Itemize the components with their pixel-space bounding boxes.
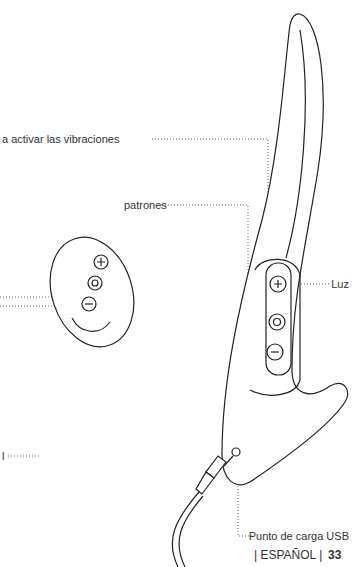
page-number: 33: [328, 549, 341, 562]
page-footer: | ESPAÑOL |: [254, 549, 322, 562]
callout-label: a activar las vibraciones: [2, 133, 119, 146]
usb-cable: [172, 456, 233, 567]
callout-label: patrones: [124, 199, 167, 212]
toy-body: [222, 14, 348, 485]
callout-label: l: [2, 450, 4, 463]
remote-control: [37, 226, 148, 357]
callout-label: Luz: [331, 278, 349, 291]
callout-label: Punto de carga USB: [249, 530, 349, 543]
